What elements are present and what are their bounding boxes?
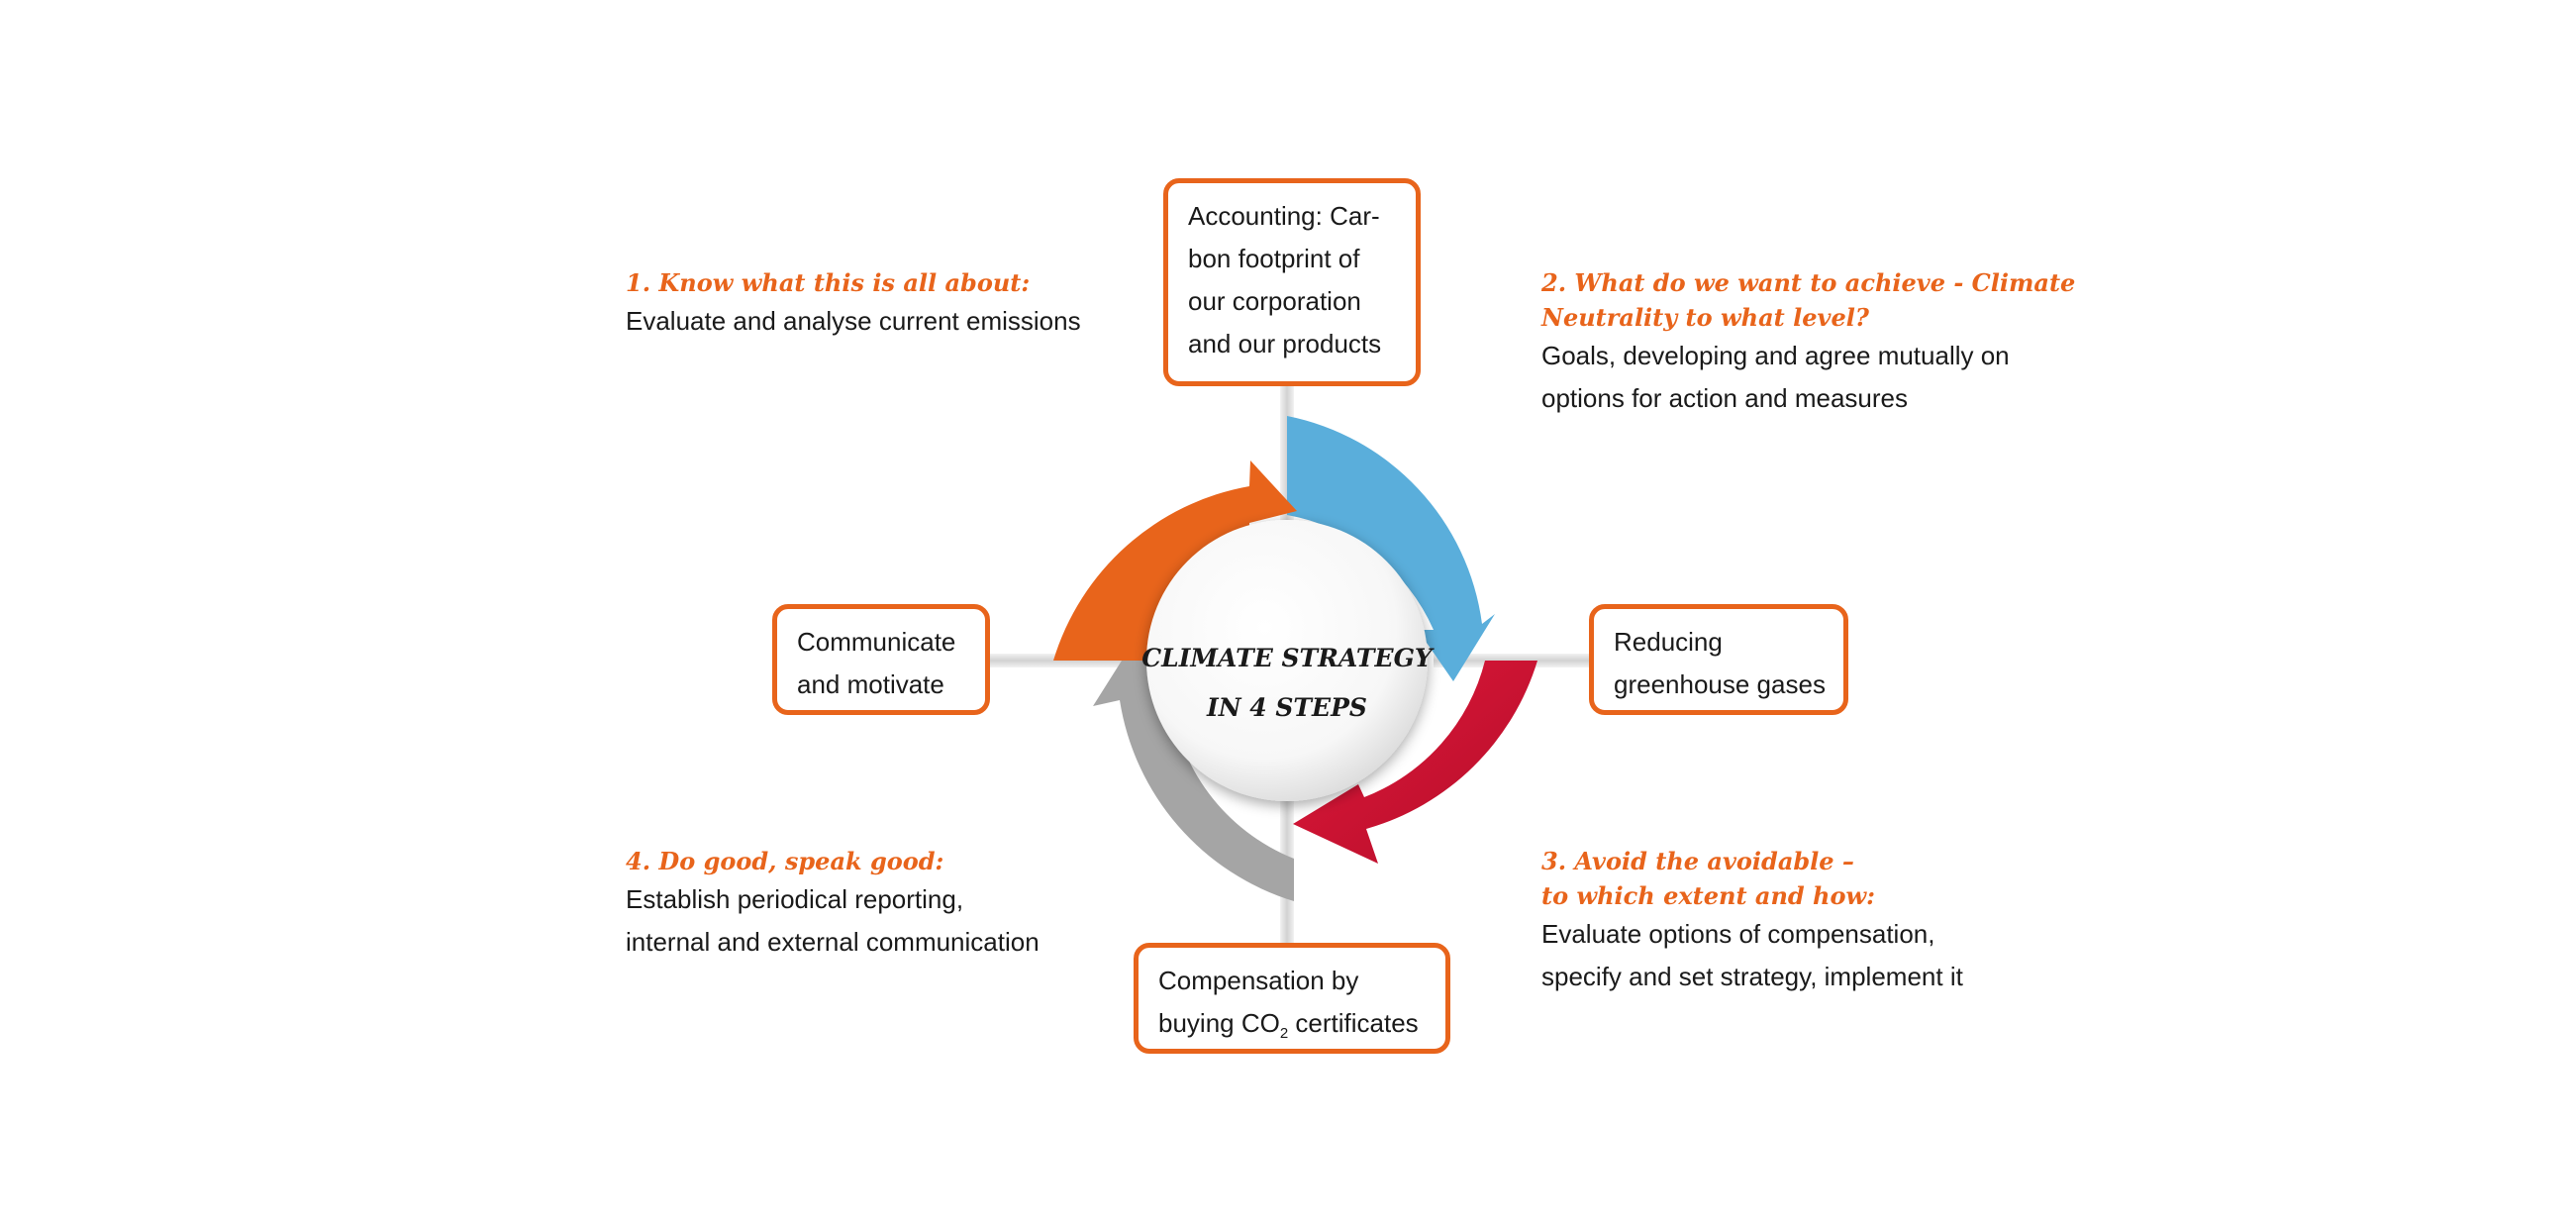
arrow-gray-segment	[1093, 642, 1294, 901]
step-1-text: Evaluate and analyse current emissions	[626, 306, 1081, 336]
box-reducing-line: greenhouse gases	[1614, 669, 1826, 699]
co2-subscript: 2	[1279, 1025, 1289, 1042]
co2-suffix: certificates	[1288, 1008, 1419, 1038]
co2-prefix: buying CO	[1158, 1008, 1280, 1038]
box-communicate-line: Communicate	[797, 627, 956, 657]
step-3-text: specify and set strategy, implement it	[1541, 962, 1963, 991]
box-accounting-line: bon footprint of	[1188, 244, 1360, 273]
box-reducing: Reducing greenhouse gases	[1589, 604, 1848, 715]
step-3-block: 3. Avoid the avoidable – to which extent…	[1541, 844, 2096, 998]
step-3-heading: to which extent and how:	[1541, 881, 1876, 910]
step-4-text: internal and external communication	[626, 927, 1040, 957]
box-reducing-line: Reducing	[1614, 627, 1723, 657]
box-compensation: Compensation by buying CO2 certificates	[1134, 943, 1450, 1054]
step-4-heading: 4. Do good, speak good:	[626, 847, 944, 875]
box-compensation-line2: buying CO2 certificates	[1158, 1002, 1428, 1045]
box-communicate-line: and motivate	[797, 669, 944, 699]
arrow-red-segment	[1293, 661, 1537, 864]
step-1-heading: 1. Know what this is all about:	[626, 268, 1031, 297]
center-disc	[1146, 520, 1428, 801]
box-communicate: Communicate and motivate	[772, 604, 990, 715]
step-2-heading: 2. What do we want to achieve - Climate	[1541, 268, 2076, 297]
arrow-blue-segment	[1287, 416, 1495, 681]
step-1-block: 1. Know what this is all about: Evaluate…	[626, 265, 1140, 343]
box-compensation-line1: Compensation by	[1158, 966, 1359, 995]
box-accounting-line: our corporation	[1188, 286, 1361, 316]
step-4-block: 4. Do good, speak good: Establish period…	[626, 844, 1140, 964]
box-accounting-line: Accounting: Car-	[1188, 201, 1380, 231]
step-2-text: options for action and measures	[1541, 383, 1908, 413]
center-title: CLIMATE STRATEGY IN 4 STEPS	[1139, 634, 1436, 733]
step-2-block: 2. What do we want to achieve - Climate …	[1541, 265, 2096, 420]
box-accounting-line: and our products	[1188, 329, 1382, 358]
step-2-heading: Neutrality to what level?	[1541, 303, 1869, 332]
center-title-line1: CLIMATE STRATEGY	[1141, 644, 1433, 672]
step-3-heading: 3. Avoid the avoidable –	[1541, 847, 1854, 875]
box-accounting: Accounting: Car- bon footprint of our co…	[1163, 178, 1421, 386]
step-2-text: Goals, developing and agree mutually on	[1541, 341, 2010, 370]
center-title-line2: IN 4 STEPS	[1207, 693, 1367, 722]
step-3-text: Evaluate options of compensation,	[1541, 919, 1935, 949]
arrow-orange-segment	[1053, 460, 1297, 661]
step-4-text: Establish periodical reporting,	[626, 884, 964, 914]
